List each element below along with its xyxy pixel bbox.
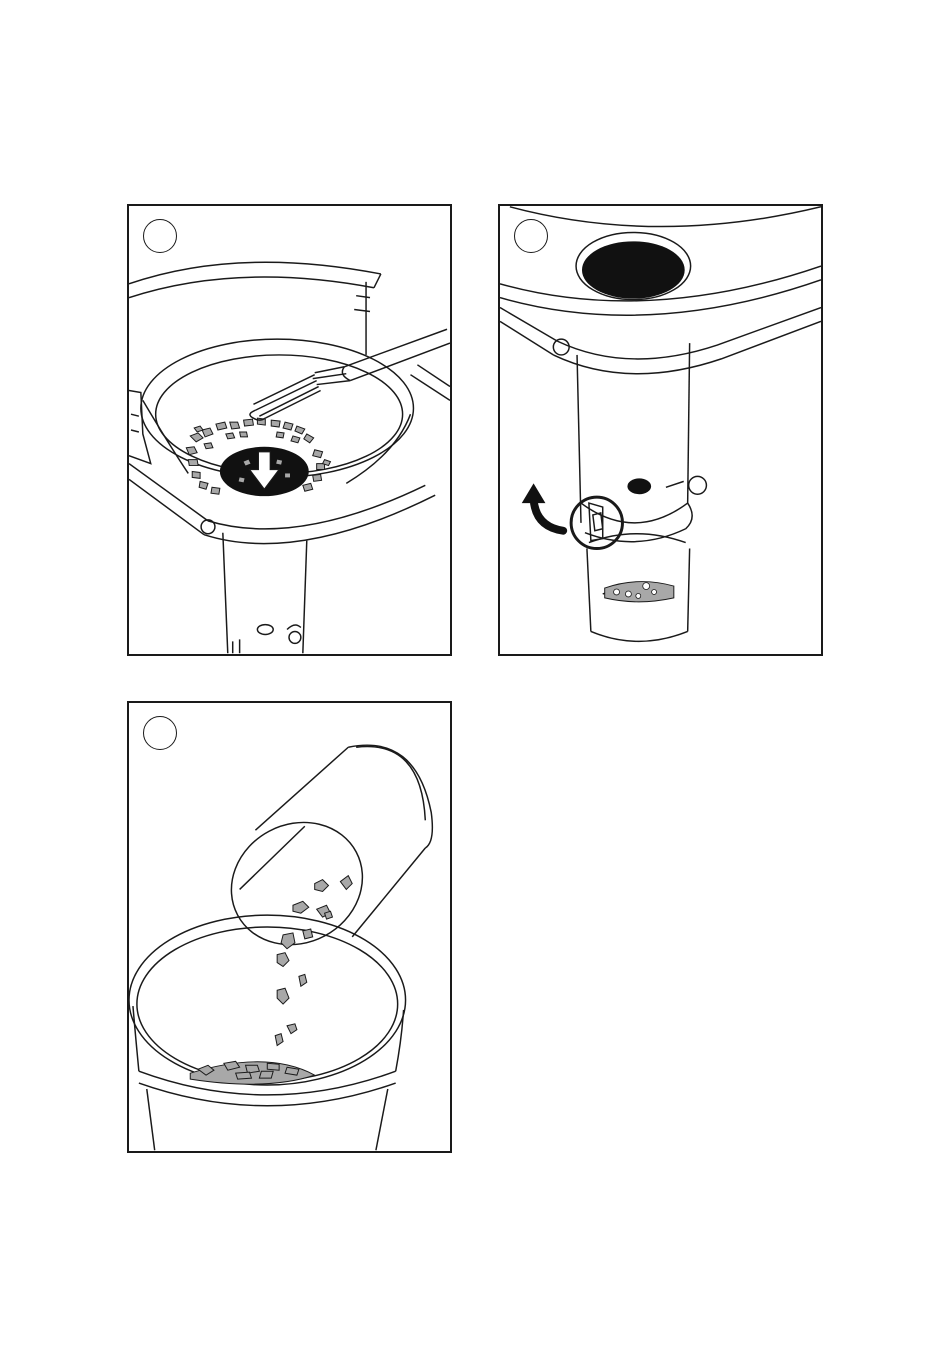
brush-icon [250, 329, 450, 420]
step-number-badge [143, 716, 177, 750]
curved-arrow-icon [522, 483, 563, 530]
funnel-cleaning-illustration [129, 206, 450, 654]
release-button [627, 478, 651, 494]
funnel-hole [582, 241, 685, 298]
step-number-badge [514, 219, 548, 253]
latch-release-illustration [500, 206, 821, 654]
step-number-badge [143, 219, 177, 253]
pour-container-illustration [129, 703, 450, 1151]
illustration-panel-1 [127, 204, 452, 656]
illustration-panel-3 [127, 701, 452, 1153]
illustration-panel-2 [498, 204, 823, 656]
